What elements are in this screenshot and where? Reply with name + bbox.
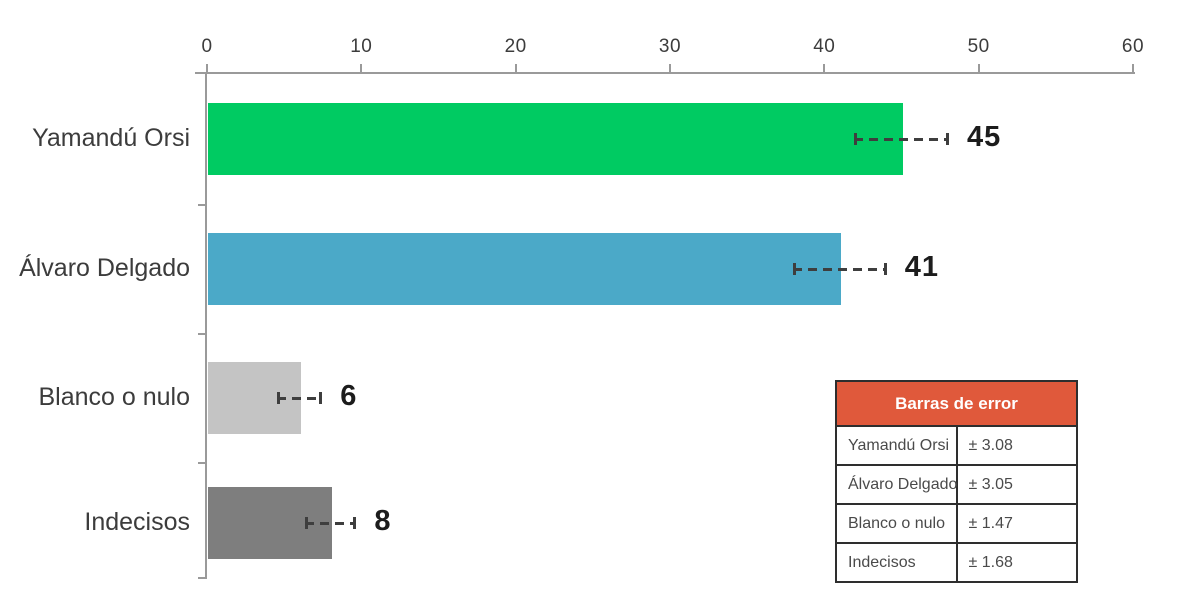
error-bar-indecisos: [304, 516, 357, 530]
category-label-alvaro-delgado: Álvaro Delgado: [19, 253, 190, 282]
x-axis-tick-label: 60: [1121, 36, 1145, 57]
x-axis-tick: [206, 64, 208, 72]
value-label-alvaro-delgado: 41: [904, 251, 940, 284]
error-bar-left-cap: [276, 392, 280, 404]
bar-alvaro-delgado: [208, 233, 841, 305]
x-axis-tick: [977, 64, 980, 72]
y-axis-tick: [198, 204, 206, 206]
error-bar-right-cap: [319, 392, 323, 404]
error-table-row-value: ± 3.05: [955, 464, 1078, 505]
y-axis-tick: [198, 577, 206, 579]
x-axis-tick-label: 30: [658, 36, 682, 57]
error-bar-dashed-line: [854, 137, 950, 141]
x-axis-tick: [1132, 64, 1134, 72]
error-bar-blanco-o-nulo: [276, 391, 323, 405]
y-axis-tick: [198, 462, 206, 464]
error-bar-dashed-line: [304, 521, 357, 525]
value-label-indecisos: 8: [374, 505, 392, 538]
category-label-indecisos: Indecisos: [84, 507, 190, 536]
error-table-row-value: ± 1.47: [955, 503, 1078, 544]
bar-yamandu-orsi: [208, 103, 903, 175]
error-bar-yamandu-orsi: [854, 132, 950, 146]
error-table-row: Yamandú Orsi± 3.08: [835, 425, 1078, 466]
error-bar-dashed-line: [792, 267, 887, 271]
x-axis-tick-label: 20: [504, 36, 527, 57]
error-table-row-label: Blanco o nulo: [835, 503, 958, 544]
x-axis-tick: [823, 64, 826, 72]
error-table-title: Barras de error: [835, 380, 1078, 427]
error-table-header-row: Barras de error: [835, 380, 1078, 427]
x-axis-tick-label: 50: [967, 36, 990, 57]
error-bar-left-cap: [304, 517, 308, 529]
x-axis-tick: [514, 64, 517, 72]
x-axis-tick-label: 40: [813, 36, 836, 57]
y-axis-line: [205, 72, 207, 579]
category-label-blanco-o-nulo: Blanco o nulo: [38, 382, 190, 411]
x-axis-tick-label: 0: [201, 36, 213, 57]
error-table-row-label: Álvaro Delgado: [835, 464, 958, 505]
error-bar-alvaro-delgado: [792, 262, 887, 276]
error-table-row: Indecisos± 1.68: [835, 542, 1078, 583]
category-label-yamandu-orsi: Yamandú Orsi: [32, 123, 190, 152]
error-table-row-label: Indecisos: [835, 542, 958, 583]
error-bar-right-cap: [353, 517, 357, 529]
x-axis-tick-label: 10: [350, 36, 373, 57]
x-axis-line: [195, 72, 1135, 74]
x-axis-tick: [360, 64, 363, 72]
error-table-row-label: Yamandú Orsi: [835, 425, 958, 466]
error-table-row: Blanco o nulo± 1.47: [835, 503, 1078, 544]
error-table-row-value: ± 1.68: [955, 542, 1078, 583]
value-label-yamandu-orsi: 45: [967, 121, 1002, 154]
error-bar-right-cap: [946, 133, 950, 145]
error-bar-dashed-line: [276, 396, 323, 400]
error-table-row-value: ± 3.08: [955, 425, 1078, 466]
error-bar-right-cap: [883, 263, 887, 275]
y-axis-tick: [198, 333, 206, 335]
error-table-row: Álvaro Delgado± 3.05: [835, 464, 1078, 505]
error-bar-left-cap: [854, 133, 857, 145]
error-bar-left-cap: [792, 263, 796, 275]
value-label-blanco-o-nulo: 6: [340, 380, 358, 413]
x-axis-tick: [669, 64, 671, 72]
